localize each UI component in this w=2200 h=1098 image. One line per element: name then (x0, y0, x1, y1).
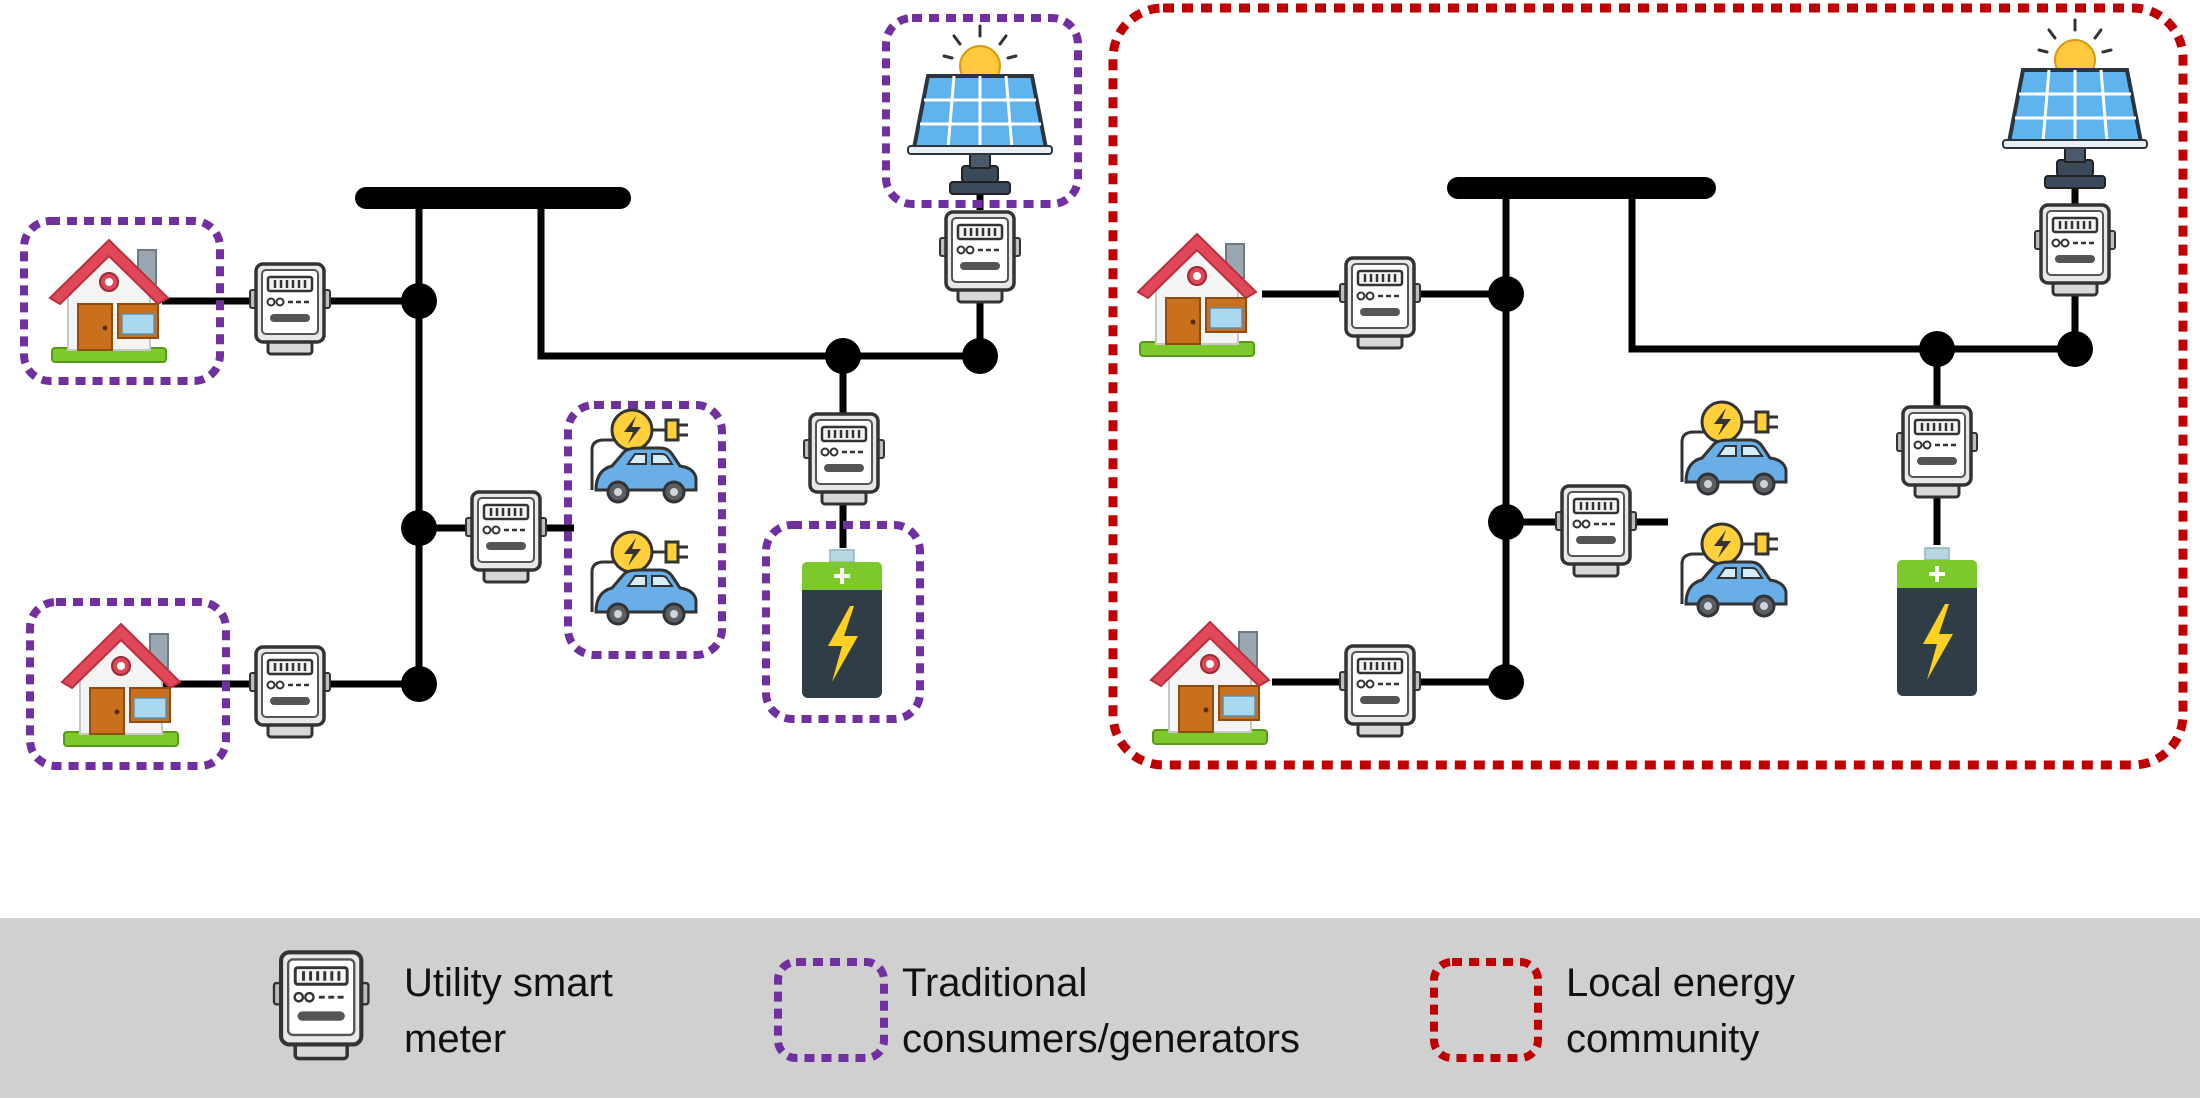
smart-meter-icon (938, 210, 1022, 304)
electric-car-charging-icon (590, 530, 698, 626)
solar-panel-icon (906, 24, 1054, 196)
bus-node (1488, 664, 1524, 700)
legend-meter-line2: meter (404, 1017, 506, 1061)
bus-node (962, 338, 998, 374)
legend-meter-line1: Utility smart (404, 961, 613, 1005)
smart-meter-icon (802, 412, 886, 506)
traditional-boundary-ev (564, 401, 726, 659)
legend-item-meter: Utility smart meter (274, 952, 613, 1061)
bus-node (401, 283, 437, 319)
smart-meter-icon (2033, 203, 2117, 297)
battery-icon (1895, 546, 1979, 698)
smart-meter-icon (1338, 256, 1422, 350)
smart-meter-icon (1338, 644, 1422, 738)
traditional-boundary-solar (882, 14, 1082, 208)
traditional-boundary-house-bottom (26, 598, 230, 770)
legend-community-line2: community (1566, 1017, 1759, 1061)
legend-item-community: Local energy community (1430, 958, 1795, 1062)
smart-meter-icon (274, 952, 368, 1058)
legend-item-traditional: Traditional consumers/generators (774, 958, 1300, 1062)
house-icon (61, 623, 181, 747)
solar-panel-icon (2001, 18, 2149, 190)
house-icon (1137, 233, 1257, 357)
traditional-boundaries (20, 14, 1082, 770)
electric-car-charging-icon (1680, 522, 1788, 618)
right-network-nodes (1488, 276, 2093, 700)
bus-node (825, 338, 861, 374)
bus-node (1488, 276, 1524, 312)
house-icon (1150, 621, 1270, 745)
legend-panel (0, 918, 2200, 1098)
traditional-boundary-battery (762, 521, 924, 723)
bus-node (2057, 331, 2093, 367)
community-swatch-icon (1430, 958, 1542, 1062)
bus-node (1488, 504, 1524, 540)
electric-car-charging-icon (1680, 400, 1788, 496)
bus-node (401, 510, 437, 546)
community-boundary (1108, 3, 2188, 770)
battery-icon (800, 548, 884, 700)
traditional-swatch-icon (774, 958, 888, 1062)
left-network-nodes (401, 283, 998, 702)
traditional-boundary-house-top (20, 217, 224, 385)
smart-meter-icon (1554, 484, 1638, 578)
legend-traditional-line1: Traditional (902, 961, 1087, 1005)
bus-node (401, 666, 437, 702)
bus-node (1919, 331, 1955, 367)
legend-community-line1: Local energy (1566, 961, 1795, 1005)
house-icon (49, 239, 169, 363)
electric-car-charging-icon (590, 408, 698, 504)
smart-meter-icon (248, 645, 332, 739)
smart-meter-icon (1895, 405, 1979, 499)
legend-traditional-line2: consumers/generators (902, 1017, 1300, 1061)
smart-meter-icon (248, 262, 332, 356)
smart-meter-icon (464, 490, 548, 584)
